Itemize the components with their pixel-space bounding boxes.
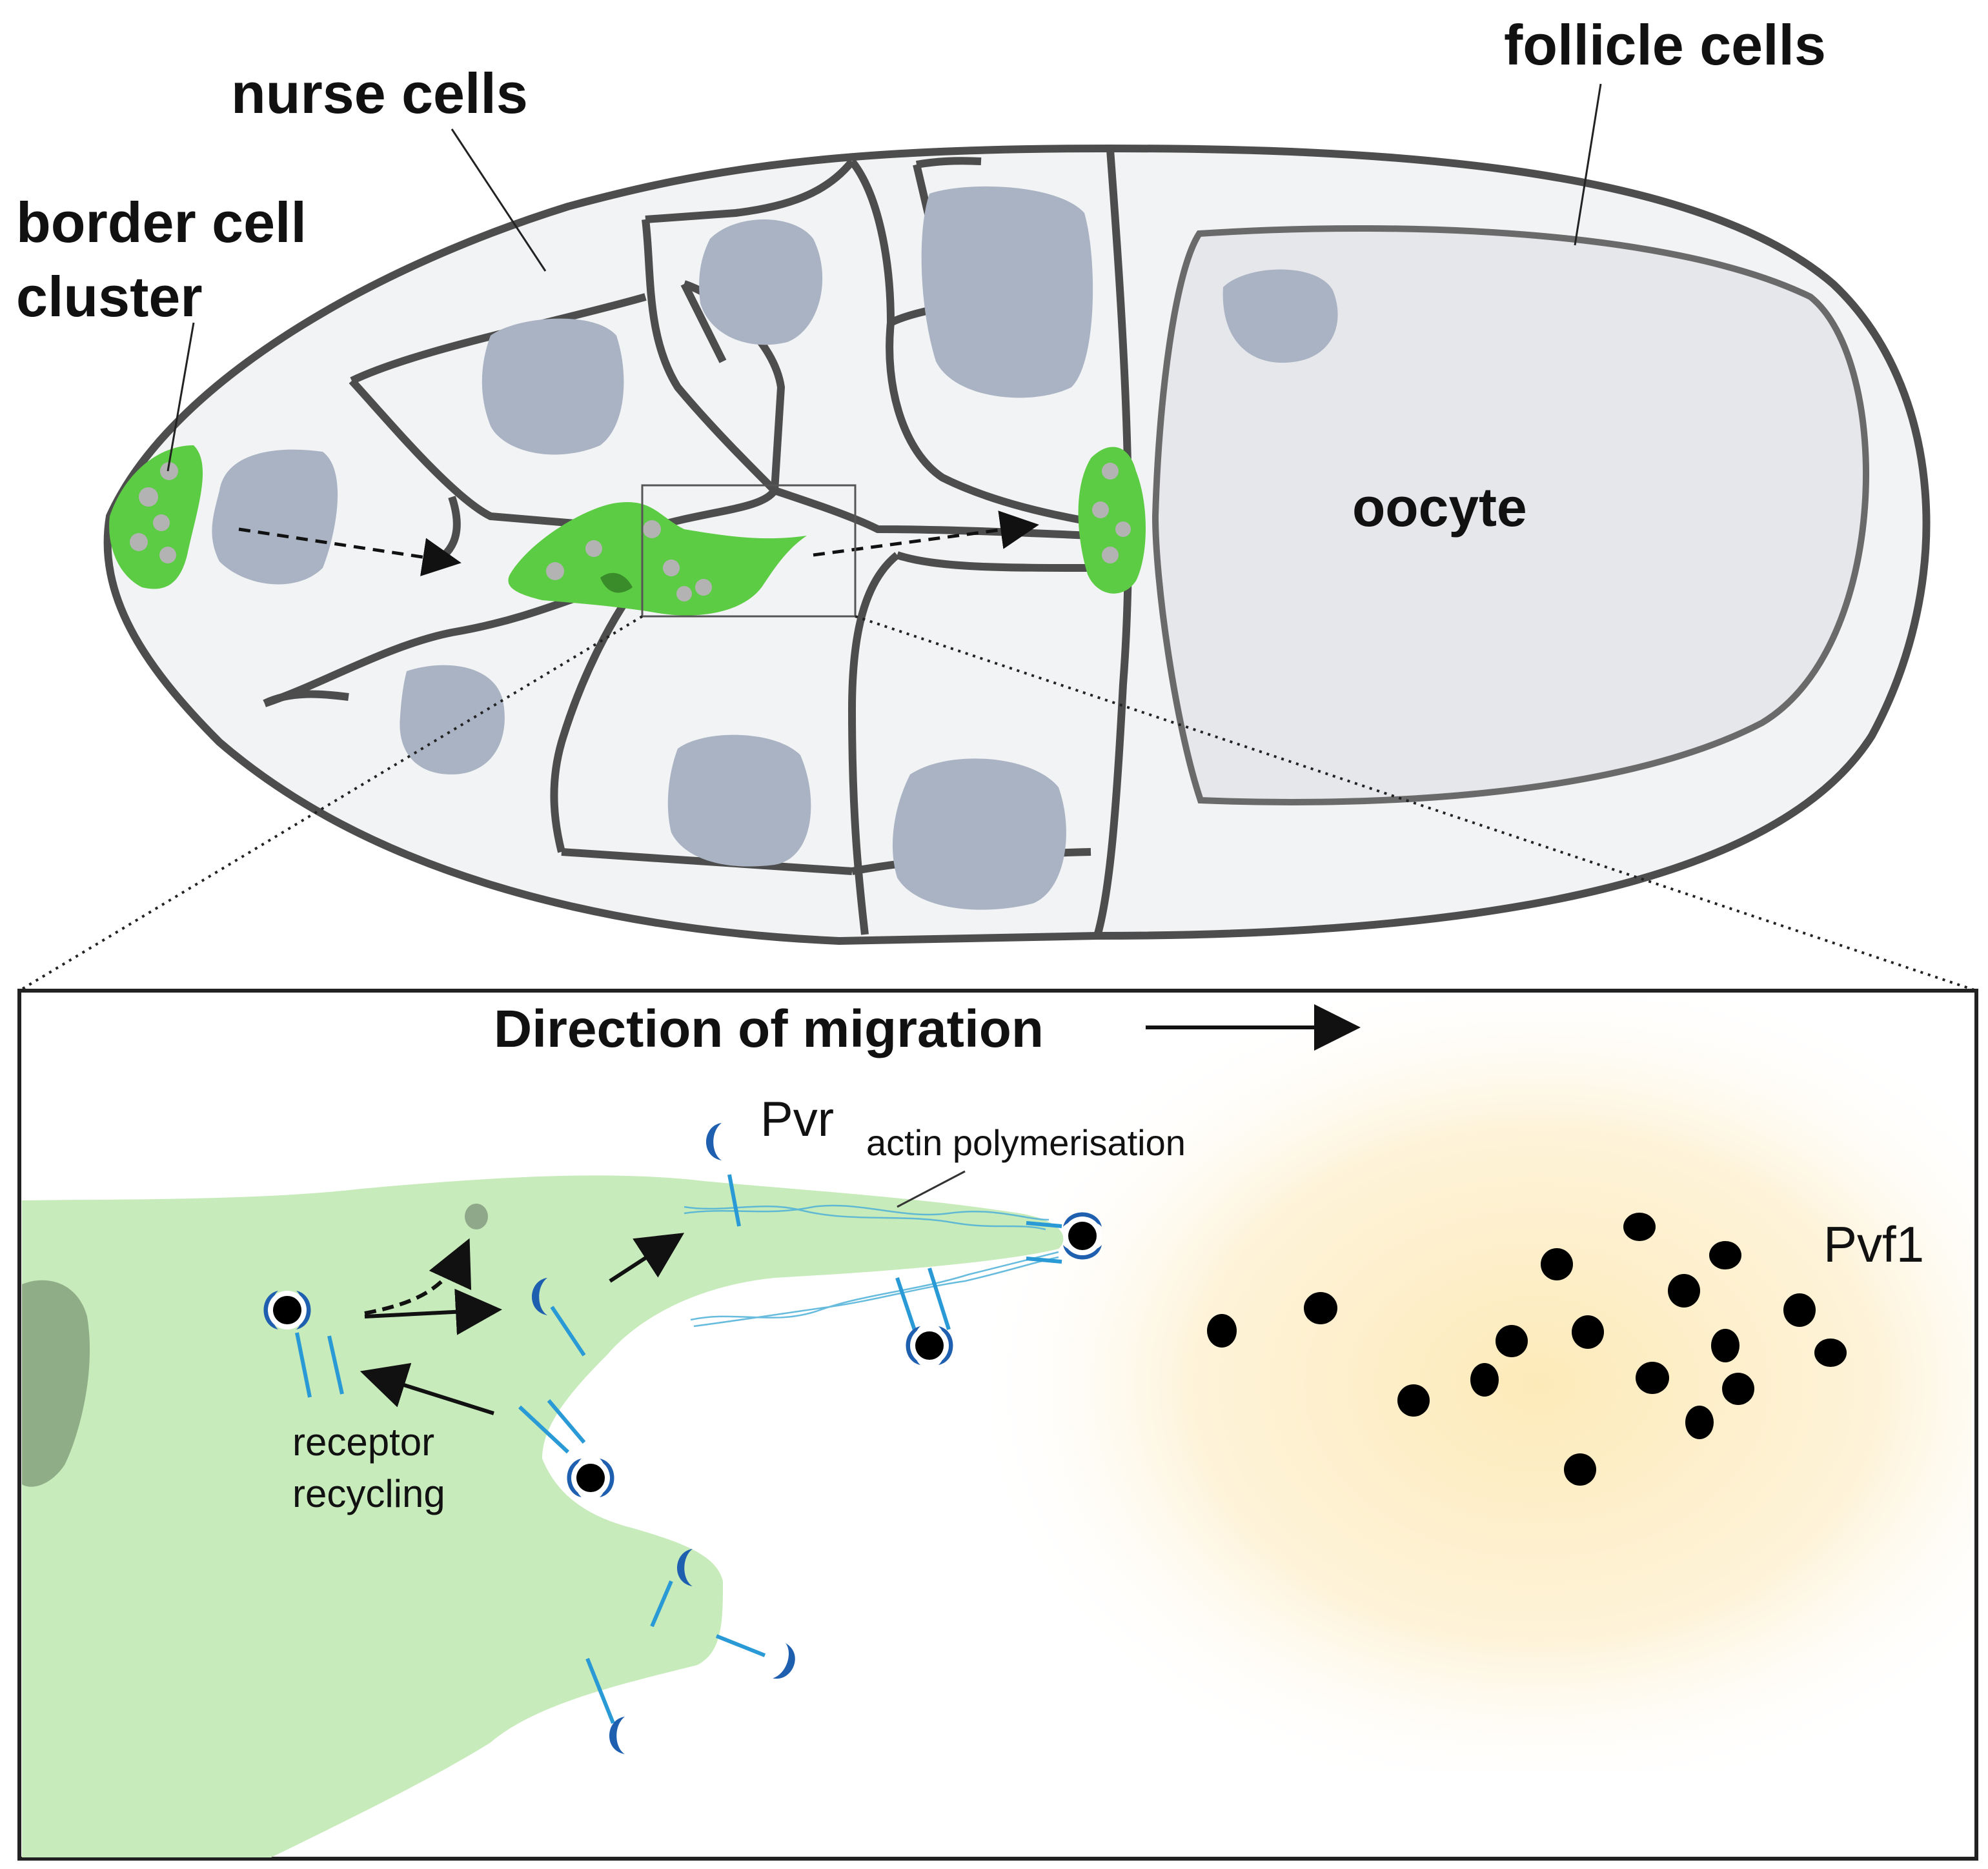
pvr-label: Pvr	[760, 1092, 834, 1147]
oocyte-label: oocyte	[1352, 477, 1527, 538]
ligand-dot-icon	[1722, 1373, 1754, 1405]
recycling-arrows	[360, 1233, 685, 1415]
pvf1-gradient	[936, 997, 1972, 1772]
receptor-recycling-label-line1: receptor	[292, 1420, 434, 1464]
nurse-cell-boundaries	[263, 149, 1133, 937]
ligand-dot-icon	[1814, 1339, 1847, 1367]
ligand-dot-icon	[1541, 1248, 1573, 1280]
migration-path-arrows	[238, 510, 1039, 576]
label-leader-lines	[167, 83, 1602, 472]
border-cell-label-line1: border cell	[16, 190, 307, 254]
actin-filaments	[684, 1204, 1059, 1328]
ligand-dot-icon	[1397, 1384, 1430, 1417]
border-cell-cluster-start	[109, 445, 203, 589]
actin-label: actin polymerisation	[866, 1122, 1186, 1163]
vesicle-dot	[465, 1204, 488, 1229]
ligand-dot-icon	[1668, 1274, 1700, 1308]
pvf1-ligands	[1207, 1213, 1847, 1486]
receptor-bound-icon	[1063, 1212, 1102, 1260]
oocyte-cell	[1151, 225, 1869, 805]
receptor-bound-icon	[263, 1291, 311, 1329]
zoom-connector-lines	[18, 615, 1977, 992]
ligand-dot-icon	[1470, 1363, 1499, 1397]
ligand-dot-icon	[1709, 1241, 1741, 1269]
receptor-bound-icon	[906, 1326, 953, 1365]
oocyte-nucleus	[1222, 269, 1338, 363]
nurse-cell-nuclei	[212, 186, 1093, 910]
ligand-dot-icon	[1685, 1406, 1714, 1439]
receptor-recycling-label-line2: recycling	[292, 1472, 445, 1515]
zoom-region-box	[641, 484, 857, 618]
ligand-dot-icon	[1636, 1362, 1669, 1394]
ligand-dot-icon	[1783, 1293, 1816, 1327]
receptor-bound-icon	[567, 1459, 614, 1497]
border-cell-cluster-migrating	[508, 502, 807, 616]
border-cell-cluster-end	[1078, 447, 1146, 594]
pvf1-label: Pvf1	[1823, 1216, 1924, 1273]
nurse-cells-label: nurse cells	[231, 61, 528, 125]
ligand-dot-icon	[1623, 1213, 1656, 1241]
inset-border-cell	[22, 1175, 1064, 1857]
border-cell-label-line2: cluster	[16, 265, 203, 328]
ligand-dot-icon	[1207, 1314, 1237, 1348]
inset-panel: Direction of migration Pvr actin polymer…	[17, 989, 1978, 1861]
inset-nucleus	[22, 1280, 90, 1487]
ligand-dot-icon	[1711, 1329, 1740, 1362]
actin-leader-line	[897, 1170, 966, 1208]
direction-label: Direction of migration	[494, 1000, 1044, 1058]
ligand-dot-icon	[1304, 1292, 1337, 1324]
ligand-dot-icon	[1564, 1453, 1596, 1486]
receptor-stalks	[295, 1174, 1062, 1724]
follicle-cells-label: follicle cells	[1504, 13, 1826, 77]
egg-chamber	[103, 144, 1931, 945]
ligand-dot-icon	[1496, 1325, 1528, 1357]
ligand-dot-icon	[1572, 1315, 1604, 1349]
